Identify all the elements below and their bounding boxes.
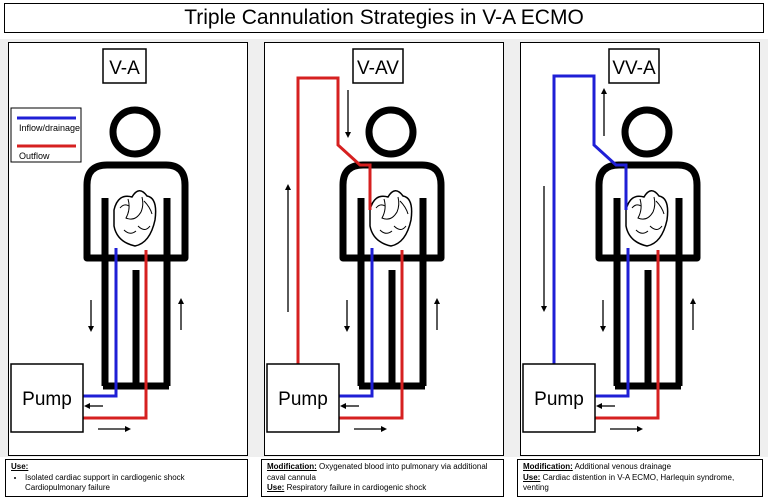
- drainage-cannula-line: [595, 248, 630, 398]
- note-use: Use: Respiratory failure in cardiogenic …: [267, 483, 498, 494]
- note-use-text: Cardiac distention in V-A ECMO, Harlequi…: [523, 472, 735, 493]
- return-cannula-line: [339, 250, 404, 420]
- pump-label-vav: Pump: [278, 389, 328, 410]
- mode-label-box: [352, 48, 404, 84]
- note-use-heading: Use:: [523, 472, 541, 482]
- mode-label-box: [608, 48, 660, 84]
- note-modification-text: Oxygenated blood into pulmonary via addi…: [267, 462, 488, 482]
- pump-box: [10, 363, 84, 433]
- additional-drainage-cannula-line: [552, 74, 628, 364]
- note-modification: Modification: Oxygenated blood into pulm…: [267, 462, 498, 483]
- pump-box: [522, 363, 596, 433]
- note-use-text: Respiratory failure in cardiogenic shock: [284, 483, 427, 492]
- page-title: Triple Cannulation Strategies in V-A ECM…: [184, 6, 584, 29]
- title-box: Triple Cannulation Strategies in V-A ECM…: [4, 3, 764, 33]
- vav-diagram: [266, 48, 441, 433]
- mode-label-vva: VV-A: [612, 58, 656, 79]
- mode-label-va: V-A: [109, 58, 140, 79]
- mode-label-vav: V-AV: [357, 58, 399, 79]
- note-use-heading: Use:: [267, 483, 285, 492]
- note-use-item: Cardiopulmonary failure: [25, 483, 110, 492]
- note-modification-heading: Modification:: [523, 462, 573, 471]
- vva-diagram: [522, 48, 697, 433]
- body-figure: [87, 110, 185, 386]
- body-figure: [343, 110, 441, 386]
- body-figure: [599, 110, 697, 386]
- va-diagram: [10, 48, 185, 433]
- legend-outflow-label: Outflow: [19, 151, 50, 161]
- note-modification-text: Additional venous drainage: [572, 462, 672, 471]
- note-use-list: Isolated cardiac support in cardiogenic …: [11, 473, 242, 494]
- note-modification-heading: Modification:: [267, 462, 317, 471]
- drainage-cannula-line: [339, 248, 374, 398]
- note-use-item: Isolated cardiac support in cardiogenic …: [25, 473, 242, 484]
- caval-return-cannula-line: [296, 76, 372, 364]
- return-cannula-line: [83, 250, 148, 420]
- note-va: Use: Isolated cardiac support in cardiog…: [5, 459, 248, 497]
- pump-box: [266, 363, 340, 433]
- pump-label-va: Pump: [22, 389, 72, 410]
- note-use: Use: Cardiac distention in V-A ECMO, Har…: [523, 473, 757, 494]
- note-vva: Modification: Additional venous drainage…: [517, 459, 763, 497]
- drainage-cannula-line: [83, 248, 118, 398]
- return-cannula-line: [595, 250, 660, 420]
- note-use-heading: Use:: [11, 462, 29, 471]
- note-vav: Modification: Oxygenated blood into pulm…: [261, 459, 504, 497]
- mode-label-box: [102, 48, 147, 84]
- legend-inflow-label: Inflow/drainage: [19, 123, 80, 133]
- pump-label-vva: Pump: [534, 389, 584, 410]
- note-modification: Modification: Additional venous drainage: [523, 462, 757, 473]
